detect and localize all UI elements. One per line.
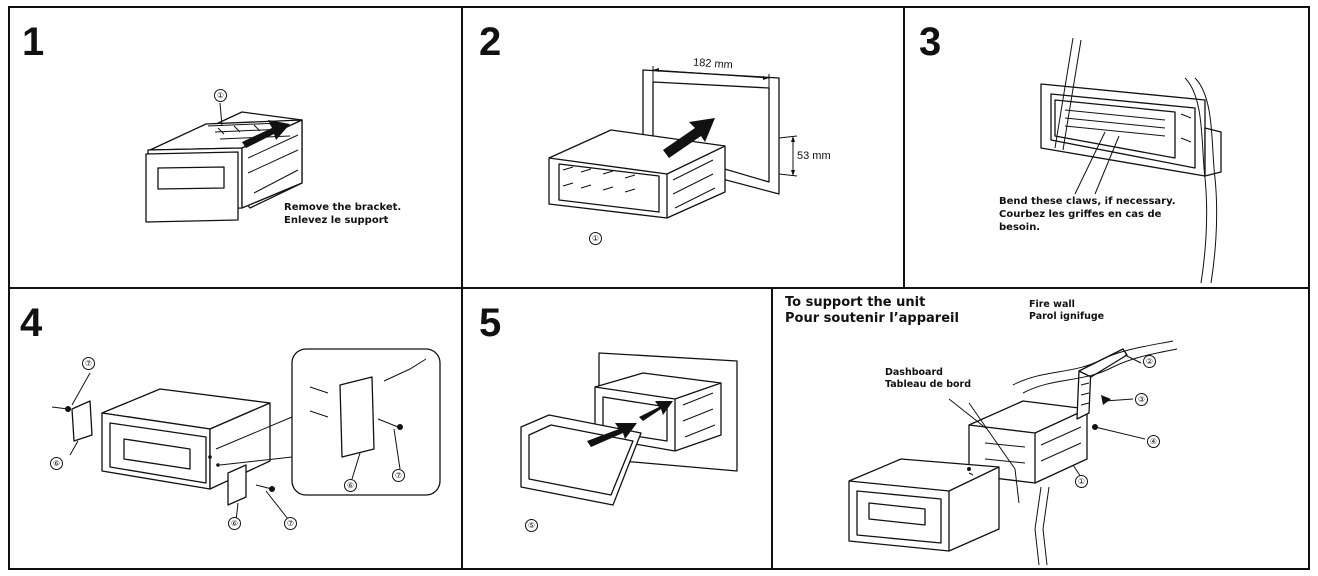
- caption-line-3: besoin.: [999, 222, 1041, 233]
- step-1-panel: 1: [10, 8, 461, 287]
- part-ref-4: ④: [1147, 435, 1160, 448]
- part-ref-7: ⑦: [284, 517, 297, 530]
- step-number: 2: [479, 20, 502, 64]
- part-ref-3: ③: [1135, 393, 1148, 406]
- step-2-panel: 2: [463, 8, 903, 287]
- part-ref-2: ②: [1143, 355, 1156, 368]
- frame-sleeve-illustration: [548, 66, 798, 219]
- caption-line-1: Bend these claws, if necessary.: [999, 196, 1176, 207]
- step-1-caption: Remove the bracket. Enlevez le support: [284, 201, 401, 227]
- support-title: To support the unit Pour soutenir l’appa…: [785, 295, 959, 327]
- part-ref-6: ⑥: [228, 517, 241, 530]
- part-ref-7: ⑦: [392, 469, 405, 482]
- divider-horizontal: [8, 287, 1310, 289]
- unit-bracket-illustration: [145, 102, 303, 223]
- part-ref-6: ⑥: [344, 479, 357, 492]
- firewall-label: Fire wall Parol ignifuge: [1029, 299, 1104, 323]
- step-4-panel: 4: [10, 289, 461, 570]
- support-strap-illustration: [848, 340, 1178, 566]
- part-ref-6: ⑥: [50, 457, 63, 470]
- firewall-en: Fire wall: [1029, 299, 1075, 310]
- dashboard-opening-illustration: [1040, 37, 1222, 284]
- step-number: 3: [919, 20, 942, 64]
- step-number: 5: [479, 301, 502, 345]
- step-5-panel: 5 ⑤: [463, 289, 771, 570]
- part-ref-1: ①: [1075, 475, 1088, 488]
- support-title-en: To support the unit: [785, 295, 926, 310]
- step-number: 4: [20, 301, 43, 345]
- dashboard-label: Dashboard Tableau de bord: [885, 367, 971, 391]
- bracket-mounting-illustration: [51, 348, 441, 522]
- caption-en: Remove the bracket.: [284, 202, 402, 213]
- support-panel: To support the unit Pour soutenir l’appa…: [773, 289, 1310, 570]
- dashboard-en: Dashboard: [885, 367, 943, 378]
- dimension-height: 53 mm: [797, 150, 831, 162]
- part-ref-7: ⑦: [82, 357, 95, 370]
- caption-line-2: Courbez les griffes en cas de: [999, 209, 1162, 220]
- part-ref-1: ①: [214, 89, 227, 102]
- step-number: 1: [22, 20, 45, 64]
- trim-ring-illustration: [520, 352, 738, 506]
- step-3-caption: Bend these claws, if necessary. Courbez …: [999, 195, 1176, 234]
- support-title-fr: Pour soutenir l’appareil: [785, 311, 959, 326]
- caption-fr: Enlevez le support: [284, 215, 389, 226]
- step-3-panel: 3: [905, 8, 1310, 287]
- dashboard-fr: Tableau de bord: [885, 379, 972, 390]
- divider-vertical-2: [903, 6, 905, 288]
- part-ref-1: ①: [589, 232, 602, 245]
- divider-vertical-3: [771, 288, 773, 570]
- firewall-fr: Parol ignifuge: [1029, 311, 1105, 322]
- part-ref-5: ⑤: [525, 519, 538, 532]
